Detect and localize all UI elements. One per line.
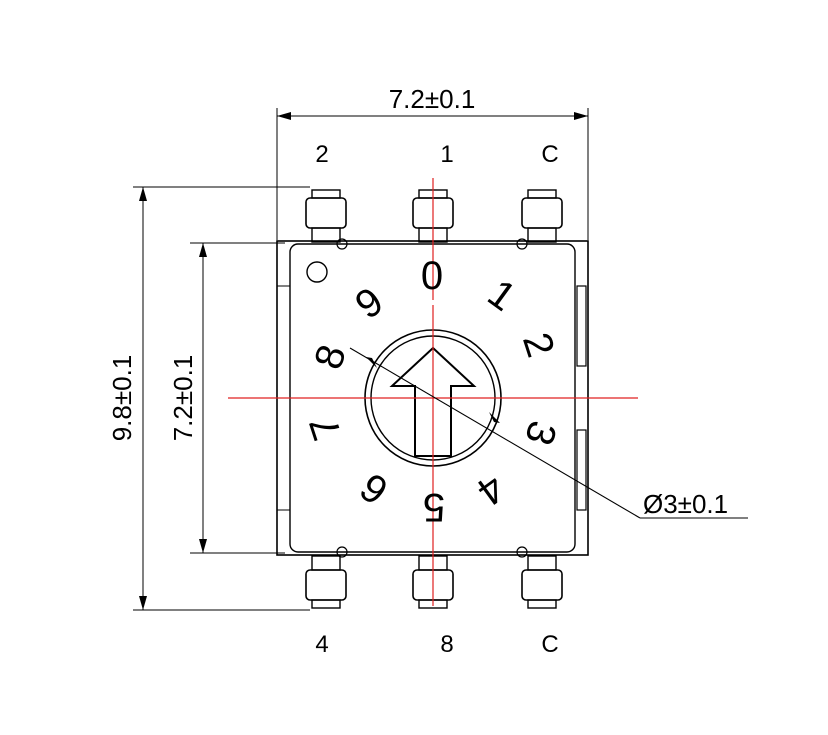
body-height-dimension: 7.2±0.1 [168, 242, 285, 554]
pin-terminal [305, 189, 347, 243]
pin1-dot-icon [306, 261, 328, 283]
centerlines [228, 178, 638, 606]
pin-terminal [305, 555, 347, 609]
body-height-dimension-label: 7.2±0.1 [168, 355, 198, 442]
pin-label: 2 [315, 141, 328, 168]
knob-diameter-callout: Ø3±0.1 [349, 347, 748, 519]
pin-label: 4 [315, 631, 328, 658]
pin-label: C [541, 141, 558, 168]
dial-digit: 9 [347, 279, 391, 328]
pin-terminal [521, 555, 563, 609]
pin-terminal [521, 189, 563, 243]
dial-digit: 0 [421, 254, 443, 298]
width-dimension: 7.2±0.1 [276, 84, 589, 240]
dial-digit: 2 [514, 328, 563, 363]
dial-digit: 7 [301, 411, 350, 446]
total-height-dimension: 9.8±0.1 [107, 186, 310, 611]
total-height-dimension-label: 9.8±0.1 [107, 355, 137, 442]
dial-digit: 8 [306, 340, 355, 375]
pin-label: C [541, 631, 558, 658]
top-pins [305, 189, 563, 243]
dial-digit: 5 [423, 485, 445, 529]
knob-diameter-label: Ø3±0.1 [643, 489, 728, 519]
dial-digit: 4 [469, 465, 513, 514]
dial-digit: 3 [516, 416, 565, 451]
bottom-pins [305, 555, 563, 609]
pin-label: 1 [440, 141, 453, 168]
dial-digit: 1 [480, 271, 524, 320]
pin-labels: 2 1 C 4 8 C [315, 141, 558, 658]
width-dimension-label: 7.2±0.1 [389, 84, 476, 114]
dial-digit: 6 [352, 464, 396, 513]
pin-label: 8 [440, 631, 453, 658]
